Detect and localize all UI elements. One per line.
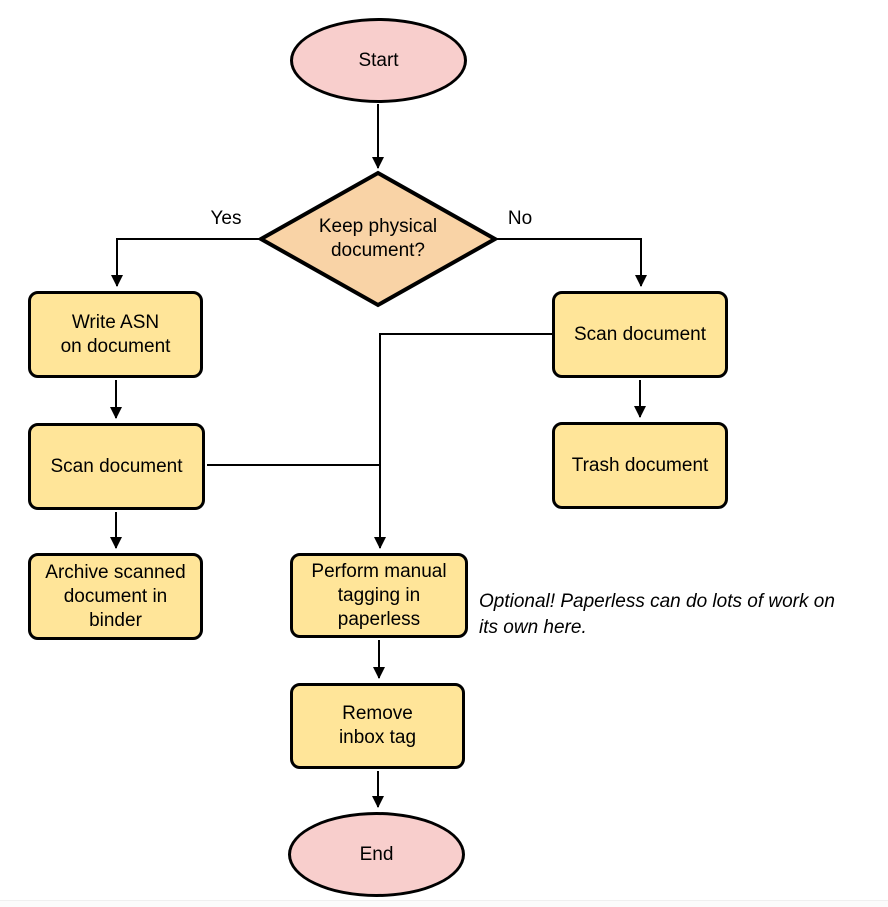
node-start-label: Start bbox=[358, 49, 399, 71]
node-trash-document: Trash document bbox=[552, 422, 728, 509]
node-trash-document-label: Trash document bbox=[571, 454, 709, 476]
node-remove-inbox-tag-label: Remove inbox tag bbox=[338, 703, 417, 748]
node-scan-document-right: Scan document bbox=[552, 291, 728, 378]
node-manual-tagging: Perform manual tagging in paperless bbox=[290, 553, 468, 638]
node-decision: Keep physical document? bbox=[293, 207, 463, 271]
node-archive-binder-label: Archive scanned document in binder bbox=[45, 561, 186, 631]
node-archive-binder: Archive scanned document in binder bbox=[28, 553, 203, 640]
node-end-label: End bbox=[359, 843, 394, 865]
node-scan-document-left-label: Scan document bbox=[50, 455, 183, 477]
edge-label-no: No bbox=[507, 208, 533, 229]
node-write-asn-label: Write ASN on document bbox=[60, 311, 171, 357]
optional-note: Optional! Paperless can do lots of work … bbox=[479, 591, 835, 638]
node-start: Start bbox=[290, 18, 467, 103]
node-decision-label: Keep physical document? bbox=[318, 216, 438, 261]
node-write-asn: Write ASN on document bbox=[28, 291, 203, 378]
edge-scan-right-to-tagging bbox=[374, 333, 552, 549]
node-manual-tagging-label: Perform manual tagging in paperless bbox=[311, 560, 447, 630]
bottom-edge-divider bbox=[0, 900, 888, 907]
edge-decision-yes-to-write-asn bbox=[111, 238, 261, 287]
edge-decision-no-to-scan-right bbox=[495, 238, 647, 287]
edge-label-yes: Yes bbox=[210, 208, 242, 229]
node-remove-inbox-tag: Remove inbox tag bbox=[290, 683, 465, 769]
decision-diamond-shape bbox=[256, 170, 500, 308]
node-end: End bbox=[288, 812, 465, 897]
node-scan-document-left: Scan document bbox=[28, 423, 205, 510]
node-scan-document-right-label: Scan document bbox=[573, 323, 707, 345]
